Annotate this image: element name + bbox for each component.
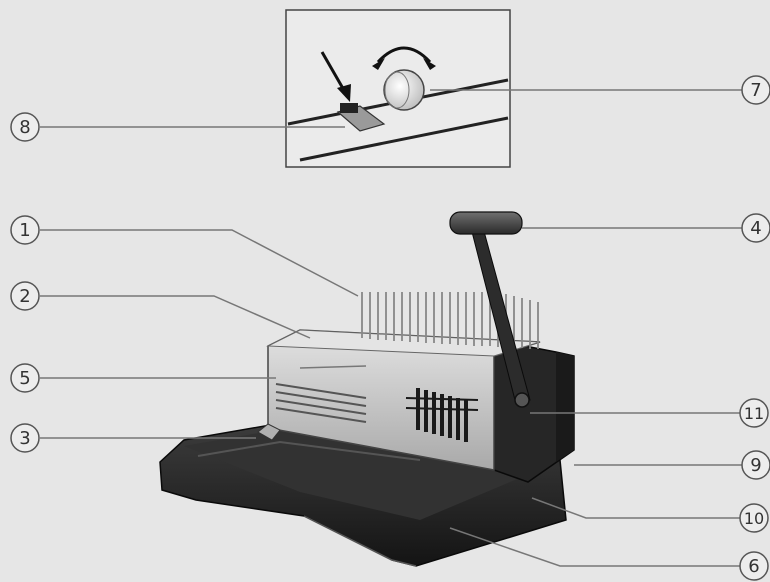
callout-9: 9 bbox=[742, 451, 770, 479]
callout-label: 7 bbox=[750, 80, 761, 101]
callout-10: 10 bbox=[740, 504, 768, 532]
callout-1: 1 bbox=[11, 216, 39, 244]
callout-3: 3 bbox=[11, 424, 39, 452]
callout-6: 6 bbox=[740, 552, 768, 580]
callout-label: 2 bbox=[19, 286, 30, 307]
callout-label: 4 bbox=[750, 218, 761, 239]
callout-4: 4 bbox=[742, 214, 770, 242]
callout-label: 3 bbox=[19, 428, 30, 449]
callout-2: 2 bbox=[11, 282, 39, 310]
callout-8: 8 bbox=[11, 113, 39, 141]
callout-7: 7 bbox=[742, 76, 770, 104]
callout-label: 8 bbox=[19, 117, 30, 138]
callout-label: 5 bbox=[19, 368, 30, 389]
callout-label: 9 bbox=[750, 455, 761, 476]
callout-label: 11 bbox=[744, 404, 764, 423]
callout-label: 1 bbox=[19, 220, 30, 241]
callout-label: 10 bbox=[744, 509, 764, 528]
callout-5: 5 bbox=[11, 364, 39, 392]
callout-label: 6 bbox=[748, 556, 759, 577]
binding-machine bbox=[160, 212, 574, 566]
callout-11: 11 bbox=[740, 399, 768, 427]
detail-inset bbox=[286, 10, 510, 167]
adjustment-knob bbox=[384, 70, 424, 110]
